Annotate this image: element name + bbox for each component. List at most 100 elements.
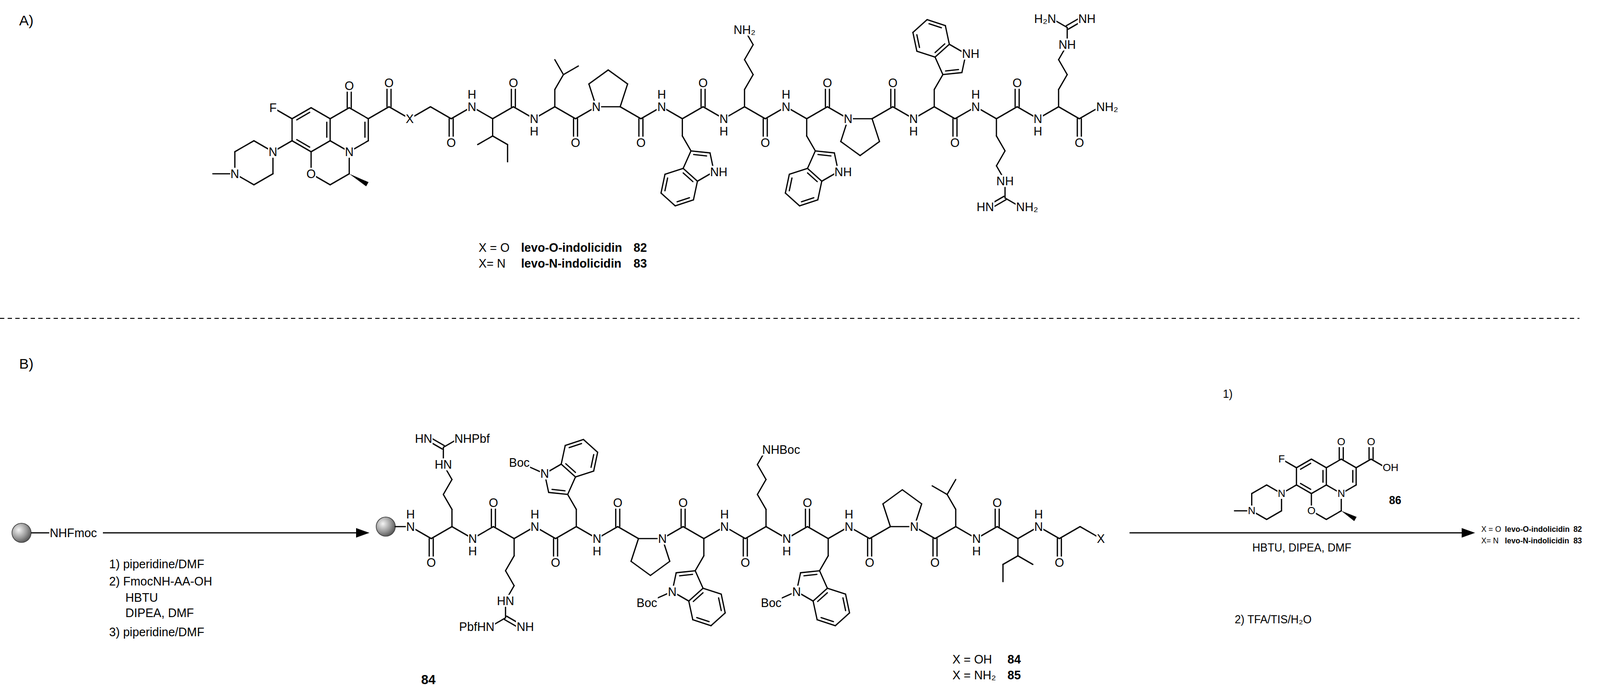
bond bbox=[813, 601, 817, 620]
atom-label: H bbox=[719, 508, 730, 521]
bond bbox=[296, 112, 310, 121]
bond bbox=[872, 118, 880, 142]
atom-label: O bbox=[678, 496, 689, 509]
bond bbox=[688, 588, 704, 602]
bond bbox=[840, 141, 861, 156]
bond bbox=[311, 107, 331, 119]
atom-label: H bbox=[467, 88, 477, 101]
bond bbox=[1311, 458, 1327, 468]
atom-label: H bbox=[468, 545, 478, 558]
atom-label: O bbox=[739, 556, 750, 569]
bond bbox=[681, 118, 683, 136]
atom-label: N bbox=[782, 532, 792, 545]
reaction-condition: HBTU, DIPEA, DMF bbox=[1252, 542, 1352, 554]
bond bbox=[835, 612, 850, 626]
atom-label: N bbox=[908, 112, 919, 125]
bond bbox=[660, 192, 676, 206]
atom-label: NH bbox=[961, 47, 980, 60]
bond bbox=[1003, 555, 1019, 565]
atom-label: H bbox=[781, 88, 791, 101]
atom-label: NH₂ bbox=[733, 23, 757, 36]
bond bbox=[807, 172, 817, 182]
bond bbox=[567, 476, 576, 495]
bond bbox=[682, 526, 704, 539]
bond bbox=[800, 570, 820, 573]
bond bbox=[1325, 467, 1328, 485]
atom-label: N bbox=[667, 585, 677, 598]
bond bbox=[631, 538, 639, 562]
resin-group: NHFmoc bbox=[49, 526, 98, 539]
bond bbox=[711, 612, 726, 626]
bond bbox=[821, 617, 834, 622]
substituent-note: X = O bbox=[1481, 525, 1501, 534]
substituent-note: X= N bbox=[1481, 537, 1501, 545]
atom-label: NH bbox=[1077, 12, 1097, 25]
bond bbox=[567, 494, 577, 510]
atom-label: O bbox=[446, 136, 457, 149]
bond bbox=[804, 574, 817, 576]
wedge-bond bbox=[349, 173, 369, 187]
bond bbox=[1058, 106, 1080, 119]
atom-label: O bbox=[570, 136, 581, 149]
atom-label: O bbox=[1306, 505, 1316, 516]
atom-label: NH₂ bbox=[1095, 100, 1119, 113]
bond bbox=[296, 139, 310, 148]
atom-label: H bbox=[971, 545, 982, 558]
bond bbox=[703, 538, 705, 556]
panel-divider bbox=[0, 317, 1580, 319]
atom-label: N bbox=[344, 145, 355, 158]
atom-label: H bbox=[529, 508, 540, 521]
bond bbox=[367, 118, 370, 141]
bond bbox=[688, 601, 693, 620]
bond bbox=[934, 106, 955, 119]
bond bbox=[31, 532, 50, 534]
bond bbox=[683, 172, 694, 182]
bond bbox=[1018, 555, 1033, 565]
atom-label: N bbox=[971, 532, 982, 545]
atom-label: N bbox=[529, 112, 539, 125]
atom-label: N bbox=[657, 532, 668, 545]
atom-label: O bbox=[929, 556, 940, 569]
atom-label: NHBoc bbox=[761, 443, 801, 456]
bond bbox=[817, 181, 822, 201]
compound-label: levo-O-indolicidin bbox=[521, 241, 623, 254]
bond bbox=[1311, 484, 1327, 494]
atom-label: O bbox=[550, 556, 561, 569]
bond bbox=[935, 56, 943, 75]
atom-label: HN bbox=[976, 200, 995, 213]
bond bbox=[451, 509, 453, 527]
atom-label: N bbox=[791, 585, 802, 598]
bond bbox=[1296, 467, 1298, 485]
bond bbox=[660, 174, 665, 193]
bond bbox=[1326, 458, 1342, 468]
bond bbox=[664, 168, 683, 175]
bond bbox=[695, 570, 704, 589]
atom-label: O bbox=[425, 556, 437, 569]
bond bbox=[555, 526, 577, 539]
bond bbox=[234, 140, 255, 152]
atom-label: HN bbox=[496, 594, 515, 607]
atom-label: O bbox=[1054, 556, 1065, 569]
bond bbox=[1002, 564, 1004, 582]
bond bbox=[842, 597, 846, 611]
step-number: 1) bbox=[1222, 388, 1233, 400]
atom-label: O bbox=[822, 77, 833, 90]
bond bbox=[563, 66, 579, 75]
bond bbox=[548, 492, 568, 495]
bond bbox=[945, 25, 950, 45]
bond bbox=[1352, 470, 1354, 482]
bond bbox=[513, 538, 515, 556]
atom-label: N bbox=[268, 145, 278, 158]
bond bbox=[492, 135, 508, 145]
bond bbox=[757, 494, 767, 510]
bond bbox=[995, 118, 998, 136]
atom-label: NH bbox=[709, 165, 728, 178]
bond bbox=[325, 122, 328, 137]
atom-label: O bbox=[864, 556, 875, 569]
bond bbox=[691, 150, 711, 153]
atom-label: X bbox=[1096, 532, 1106, 545]
atom-label: N bbox=[656, 100, 667, 113]
bond bbox=[679, 574, 693, 576]
atom-label: O bbox=[887, 77, 898, 90]
atom-label: NH bbox=[515, 620, 535, 633]
